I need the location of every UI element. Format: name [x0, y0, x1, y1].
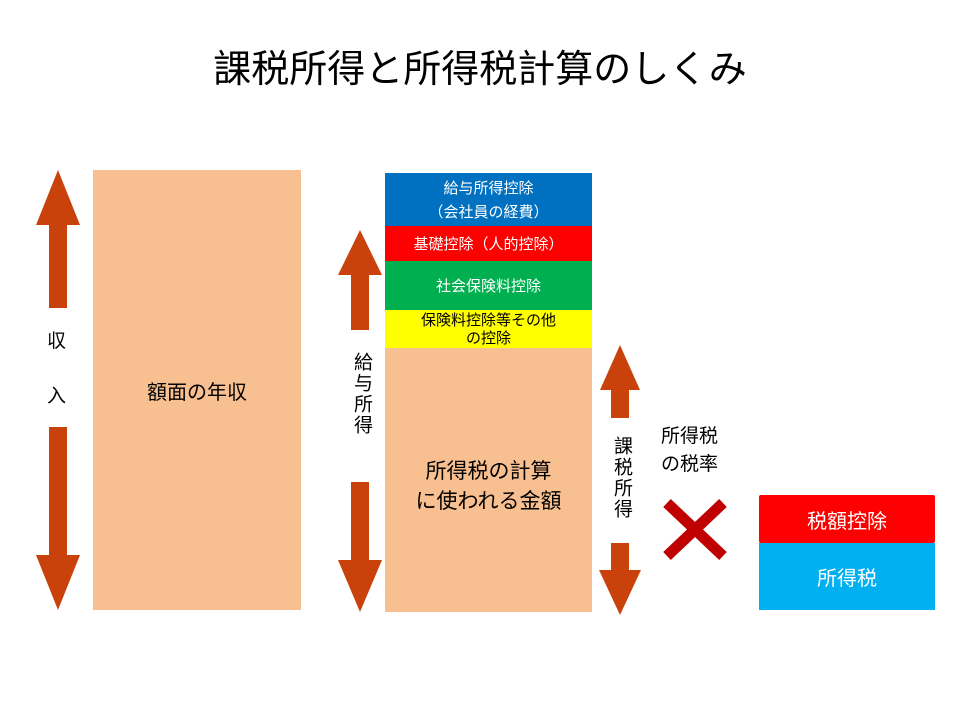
social-insurance-deduction-block: 社会保険料控除	[385, 261, 592, 310]
taxable-amount-box: 所得税の計算 に使われる金額	[385, 348, 592, 612]
tax-rate-label: 所得税 の税率	[661, 422, 718, 478]
employment-deduction-block: 給与所得控除 （会社員の経費）	[385, 173, 592, 226]
income-label-bottom: 入	[47, 385, 67, 407]
rate-line: の税率	[661, 453, 719, 475]
basic-deduction-block: 基礎控除（人的控除）	[385, 226, 592, 261]
block-label: （会社員の経費）	[428, 202, 549, 221]
multiply-icon	[663, 499, 727, 560]
rate-line: 所得税	[661, 425, 719, 447]
box-label: 所得税の計算	[425, 459, 552, 483]
arrow-up-icon	[338, 230, 382, 330]
arrow-up-icon	[600, 345, 640, 418]
arrow-down-icon	[599, 543, 641, 615]
arrow-down-icon	[36, 427, 80, 610]
block-label: 保険料控除等その他	[420, 311, 556, 329]
gross-income-box: 額面の年収	[93, 170, 301, 610]
block-label: の控除	[465, 329, 511, 347]
tax-credit-block: 税額控除	[759, 495, 935, 543]
other-deductions-block: 保険料控除等その他 の控除	[385, 310, 592, 348]
box-label: に使われる金額	[415, 489, 562, 513]
arrow-down-icon	[338, 482, 382, 612]
income-label-top: 収	[47, 330, 67, 352]
taxable-income-label: 課税所得	[611, 436, 633, 520]
page-title: 課税所得と所得税計算のしくみ	[213, 47, 747, 91]
block-label: 給与所得控除	[443, 178, 534, 197]
income-tax-block: 所得税	[759, 543, 935, 610]
arrow-up-icon	[36, 170, 80, 308]
salary-income-label: 給与所得	[351, 352, 373, 436]
